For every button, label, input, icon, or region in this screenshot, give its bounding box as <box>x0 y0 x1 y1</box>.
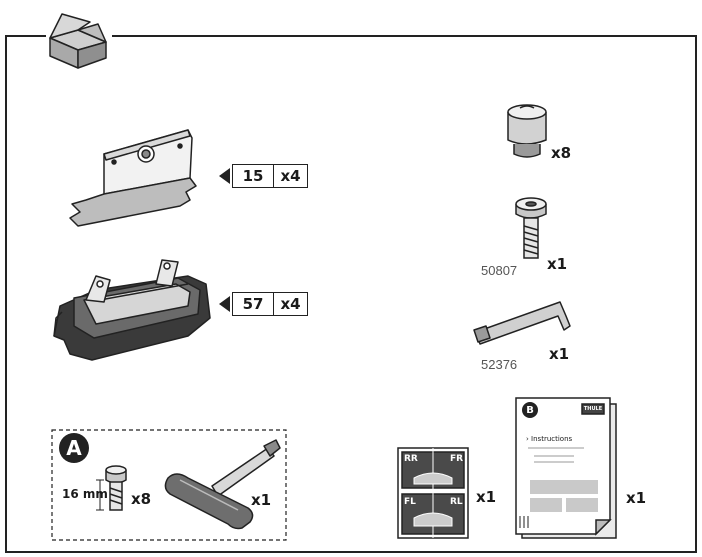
adapter-plate-code: 15 <box>242 167 264 185</box>
panel-frame <box>5 35 697 553</box>
kit-a-dashed-frame <box>51 429 287 541</box>
small-bolt-illustration <box>96 465 127 511</box>
sticker-label-fl: FL <box>404 497 416 507</box>
pointer-arrow-icon <box>219 296 230 312</box>
sticker-label-rl: RL <box>450 497 463 507</box>
position-stickers-qty: x1 <box>476 488 497 506</box>
pointer-arrow-icon <box>219 168 230 184</box>
spacer-nut-qty: x8 <box>551 144 572 162</box>
allen-key-illustration <box>473 301 571 345</box>
thule-brand-logo: THULE <box>583 406 603 412</box>
chevron-right-icon: › <box>526 435 529 443</box>
instructions-booklet-illustration <box>515 397 617 539</box>
adapter-plate-code-box: 15 x4 <box>232 164 308 188</box>
bolt-illustration <box>515 197 547 259</box>
instructions-title-text: Instructions <box>531 435 573 443</box>
foot-pad-qty: x4 <box>273 293 307 315</box>
foot-pad-illustration <box>53 259 211 361</box>
bolt-length-label: 16 mm <box>62 487 108 501</box>
foot-pad-code-box: 57 x4 <box>232 292 308 316</box>
allen-key-qty: x1 <box>549 345 570 363</box>
foot-pad-code: 57 <box>242 295 264 313</box>
kit-a-tool-qty: x1 <box>251 491 272 509</box>
instructions-title: › Instructions <box>526 435 572 443</box>
adapter-plate-qty: x4 <box>273 165 307 187</box>
package-box-icon <box>49 13 107 69</box>
bolt-qty: x1 <box>547 255 568 273</box>
allen-key-part-number: 52376 <box>481 357 518 372</box>
instructions-b-badge: B <box>522 402 538 418</box>
sticker-label-rr: RR <box>404 454 418 464</box>
sticker-label-fr: FR <box>450 454 464 464</box>
kit-a-badge: A <box>59 433 89 463</box>
t-handle-tool-illustration <box>164 439 281 530</box>
kit-a-bolt-qty: x8 <box>131 490 152 508</box>
spacer-nut-illustration <box>507 104 547 158</box>
bolt-part-number: 50807 <box>481 263 518 278</box>
position-sticker-sheet <box>397 447 469 539</box>
instructions-qty: x1 <box>626 489 647 507</box>
adapter-plate-illustration <box>69 129 197 227</box>
